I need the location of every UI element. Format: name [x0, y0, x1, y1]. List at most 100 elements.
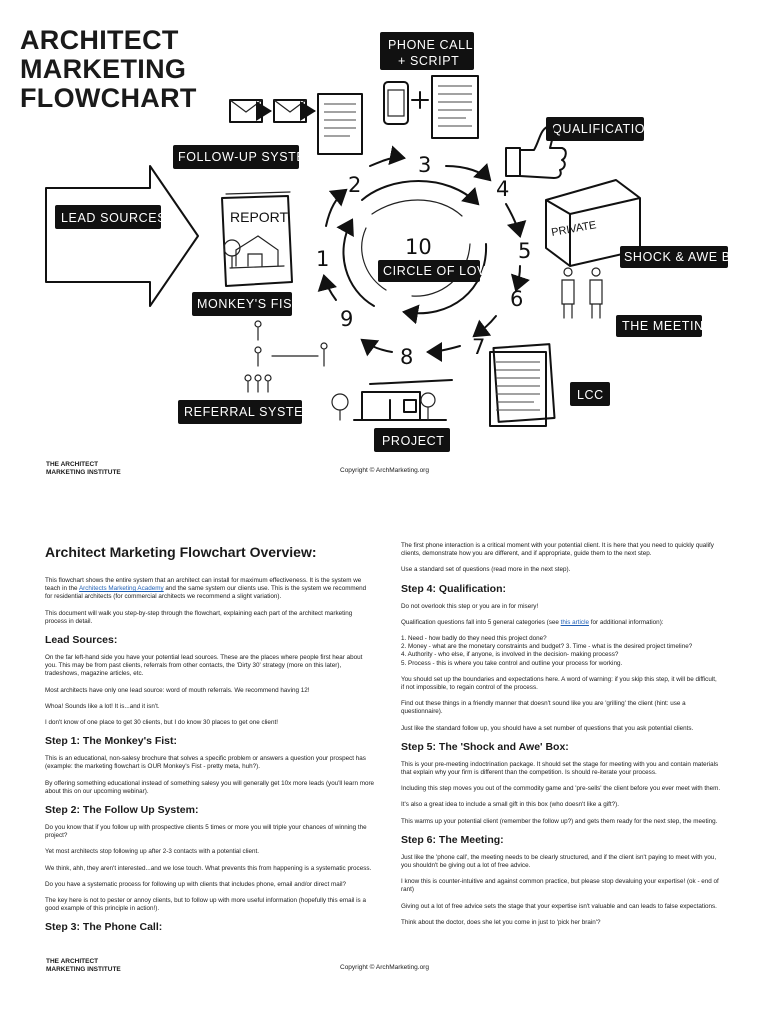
lead-sources-p3: Whoa! Sounds like a lot! It is...and it …: [45, 702, 160, 710]
step4-p4: Find out these things in a friendly mann…: [401, 700, 686, 716]
step3-heading: Step 3: The Phone Call:: [45, 921, 163, 934]
footer-org-bottom-line-2: MARKETING INSTITUTE: [46, 965, 121, 973]
lead-sources-arrow: LEAD SOURCES: [45, 165, 199, 307]
step6-p1: Just like the 'phone call', the meeting …: [401, 853, 717, 870]
step5-p2: Including this step moves you out of the…: [401, 785, 721, 793]
intro-paragraph-2: This document will walk you step-by-step…: [45, 609, 353, 625]
qualification-group: QUALIFICATION: [505, 117, 655, 179]
lead-sources-label: LEAD SOURCES: [61, 211, 166, 225]
step5-heading: Step 5: The 'Shock and Awe' Box:: [401, 740, 569, 753]
footer-org-line-2: MARKETING INSTITUTE: [46, 468, 121, 476]
follow-up-label: FOLLOW-UP SYSTEM: [178, 150, 316, 164]
report-text: REPORT: [230, 209, 289, 225]
step4-p2-before: Qualification questions fall into 5 gene…: [401, 618, 561, 626]
monkeys-fist-group: REPORT MONKEY'S FIST: [192, 191, 300, 316]
intro-text-after: and the same system our clients use. Thi…: [45, 585, 367, 601]
page-gap: [0, 478, 768, 490]
step-number-8: 8: [400, 345, 413, 369]
title-line-1: ARCHITECT: [20, 25, 179, 55]
circle-of-love-label: CIRCLE OF LOVE: [383, 264, 495, 278]
step4-list-item-3: 4. Authority - who else, if anyone, is i…: [401, 651, 619, 659]
step2-p5: The key here is not to pester or annoy c…: [45, 897, 366, 913]
thumbs-up-icon: [505, 125, 567, 179]
lead-sources-p1: On the far left-hand side you have your …: [45, 654, 363, 678]
step1-p1: This is an educational, non-salesy broch…: [45, 755, 366, 771]
report-document-icon: [221, 195, 293, 287]
footer-org-bottom: THE ARCHITECT MARKETING INSTITUTE: [46, 958, 121, 973]
step6-p3: Giving out a lot of free advice sets the…: [401, 902, 717, 910]
step2-p3: We think, ahh, they aren't interested...…: [45, 864, 372, 872]
article-title: Architect Marketing Flowchart Overview:: [45, 544, 317, 560]
article-left-column: Architect Marketing Flowchart Overview: …: [45, 544, 375, 941]
step-number-7: 7: [472, 335, 485, 359]
footer-org-bottom-line-1: THE ARCHITECT: [46, 958, 99, 965]
footer-org-line-1: THE ARCHITECT: [46, 461, 99, 468]
step4-list: 1. Need - how badly do they need this pr…: [401, 635, 721, 668]
step4-list-item-4: 5. Process - this is where you take cont…: [401, 659, 623, 667]
academy-link[interactable]: Architects Marketing Academy: [78, 585, 164, 593]
shock-awe-label: SHOCK & AWE BOX: [624, 250, 750, 264]
step2-p2: Yet most architects stop following up af…: [45, 848, 259, 856]
project-group: PROJECT: [331, 379, 453, 452]
article-right-column: The first phone interaction is a critica…: [401, 542, 721, 935]
meeting-group: THE MEETING: [561, 267, 713, 337]
qualification-label: QUALIFICATION: [552, 122, 655, 136]
step4-p2: Qualification questions fall into 5 gene…: [401, 619, 721, 627]
step3-p2: Use a standard set of questions (read mo…: [401, 566, 571, 574]
phone-call-group: PHONE CALL + SCRIPT: [380, 32, 479, 139]
private-text: PRIVATE: [550, 219, 597, 239]
lcc-group: LCC: [489, 343, 610, 427]
referral-label: REFERRAL SYSTEM: [184, 405, 314, 419]
step4-p2-after: for additional information):: [588, 618, 664, 626]
lead-sources-p2: Most architects have only one lead sourc…: [45, 686, 310, 694]
shock-awe-group: PRIVATE SHOCK & AWE BOX: [545, 179, 750, 268]
step4-p3: You should set up the boundaries and exp…: [401, 675, 717, 692]
step5-p4: This warms up your potential client (rem…: [401, 817, 718, 825]
circle-of-love: CIRCLE OF LOVE 10: [336, 180, 495, 325]
footer-copyright-bottom: Copyright © ArchMarketing.org: [340, 964, 429, 971]
outer-ring: 1 2 3 4 5 6 7 8 9: [316, 145, 531, 369]
step3-p1: The first phone interaction is a critica…: [401, 542, 714, 558]
step2-p4: Do you have a systematic process for fol…: [45, 880, 347, 888]
step4-p5: Just like the standard follow up, you sh…: [401, 724, 694, 732]
article-link[interactable]: this article: [560, 618, 589, 626]
title-line-3: FLOWCHART: [20, 83, 197, 113]
step4-p1: Do not overlook this step or you are in …: [401, 602, 539, 610]
intro-paragraph-1: This flowchart shows the entire system t…: [45, 577, 375, 602]
lead-sources-heading: Lead Sources:: [45, 634, 118, 647]
step6-p2: I know this is counter-intuitive and aga…: [401, 878, 719, 894]
house-icon: [353, 379, 453, 421]
monkeys-fist-label: MONKEY'S FIST: [197, 297, 300, 311]
step4-list-item-1: 1. Need - how badly do they need this pr…: [401, 635, 547, 643]
step-number-9: 9: [340, 307, 353, 331]
footer-copyright: Copyright © ArchMarketing.org: [340, 467, 429, 474]
phone-icon: [383, 81, 409, 125]
article-page: Architect Marketing Flowchart Overview: …: [0, 488, 768, 1024]
letter-document-icon: [317, 93, 363, 155]
title-line-2: MARKETING: [20, 54, 187, 84]
flowchart-diagram: LEAD SOURCES PHONE CALL + SCRIPT QUALIFI…: [45, 32, 750, 452]
step4-list-item-2: 2. Money - what are the monetary constra…: [401, 643, 693, 651]
step1-p2: By offering something educational instea…: [45, 779, 375, 795]
lead-sources-p4: I don't know of one place to get 30 clie…: [45, 719, 278, 727]
step-number-6: 6: [510, 287, 523, 311]
follow-up-group: FOLLOW-UP SYSTEM: [173, 93, 363, 169]
intro-text-before: This flowchart shows the entire system t…: [45, 577, 362, 593]
step2-p1: Do you know that if you follow up with p…: [45, 824, 367, 840]
phone-call-label-1: PHONE CALL: [388, 38, 473, 52]
step-number-3: 3: [418, 153, 431, 177]
step1-heading: Step 1: The Monkey's Fist:: [45, 735, 178, 748]
page-title: ARCHITECT MARKETING FLOWCHART: [20, 26, 197, 113]
step-number-1: 1: [316, 247, 329, 271]
project-label: PROJECT: [382, 434, 445, 448]
step4-heading: Step 4: Qualification:: [401, 582, 507, 595]
step6-p4: Think about the doctor, does she let you…: [401, 918, 601, 926]
step-number-10: 10: [405, 235, 432, 259]
flowchart-page: ARCHITECT MARKETING FLOWCHART LEAD SOURC…: [0, 0, 768, 480]
step-number-2: 2: [348, 173, 361, 197]
phone-call-label-2: + SCRIPT: [398, 54, 459, 68]
footer-org: THE ARCHITECT MARKETING INSTITUTE: [46, 461, 121, 476]
referral-group: REFERRAL SYSTEM: [178, 320, 328, 424]
lcc-label: LCC: [577, 388, 604, 402]
script-document-icon: [431, 75, 479, 139]
